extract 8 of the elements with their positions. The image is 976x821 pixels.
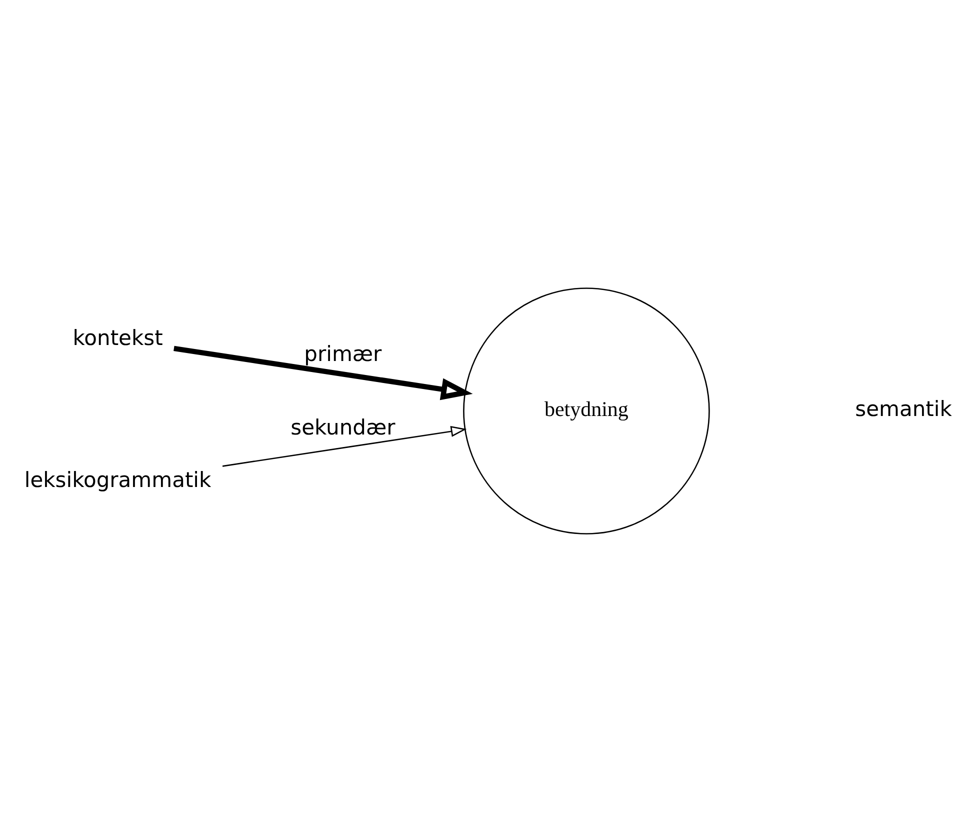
node-text: leksikogrammatik [24,467,212,492]
edge-label: sekundær [290,414,396,439]
node-circle: betydning [463,287,710,534]
edge-label: primær [304,341,382,366]
arrow [222,425,467,466]
label: semantik [855,396,952,420]
arrow [174,345,473,400]
node-text: kontekst [72,326,163,350]
